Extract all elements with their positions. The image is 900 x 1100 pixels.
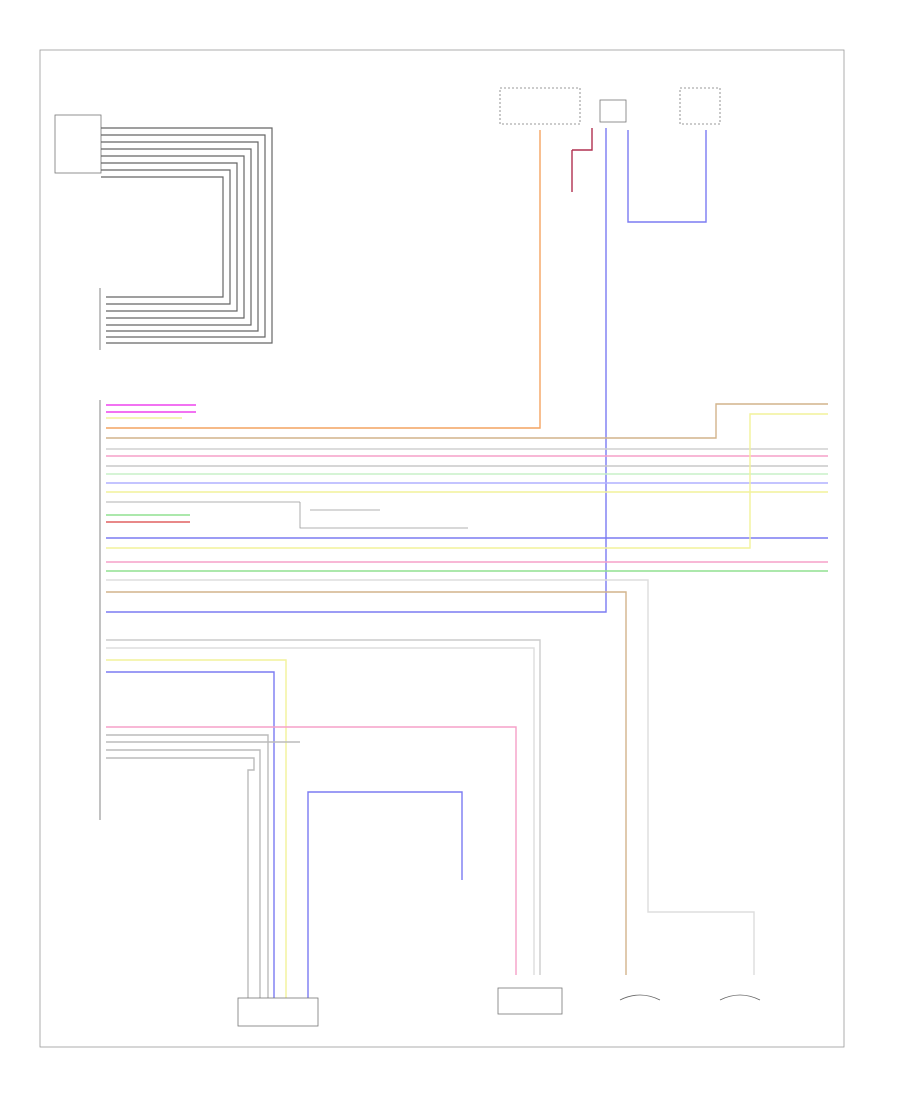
gray-wire-bundle-top <box>101 127 273 344</box>
fuse-box-right <box>679 87 721 125</box>
blue-wire-lower <box>307 791 463 1000</box>
lower-left-wires <box>106 639 541 1000</box>
fuse-box-left <box>499 87 581 125</box>
lower-middle-unit <box>497 987 563 1015</box>
top-left-module <box>54 114 102 174</box>
lower-left-unit <box>237 997 319 1027</box>
blue-wire-top <box>627 130 707 223</box>
right-speaker-symbol <box>619 994 661 1001</box>
blue-wire-main <box>106 128 607 613</box>
middle-signal-lines <box>299 502 468 529</box>
orange-power-wire <box>106 130 541 429</box>
diagram-frame <box>39 49 845 1048</box>
magenta-fuse-wire <box>571 128 593 192</box>
center-relay <box>599 99 627 123</box>
horizontal-wire-set <box>106 403 828 975</box>
far-right-speaker-symbol <box>719 994 761 1001</box>
